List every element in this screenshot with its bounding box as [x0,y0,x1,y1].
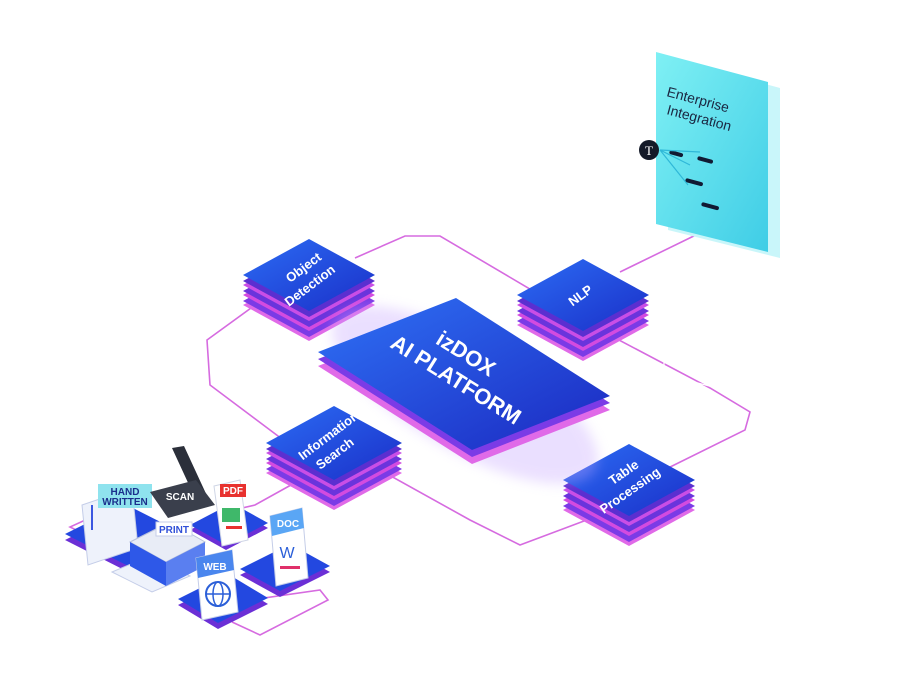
connector-search-to-table [379,469,601,546]
print-tag [155,521,193,537]
handwritten-label-line2: WRITTEN [102,497,148,508]
connector-nlp-to-enterprise [619,231,703,273]
pdf-label: PDF [223,486,243,497]
text-badge-letter: T [645,143,653,158]
enterprise-integration-panel: Enterprise Integration T [639,52,780,397]
source-documents-cluster: HAND WRITTEN SCAN PDF PRINT DOC W WEB [65,446,330,629]
connector-object-to-search [206,299,291,446]
enterprise-table-graphic [663,315,747,397]
web-label: WEB [203,562,226,573]
text-badge-icon [639,140,659,160]
ai-platform-tile: izDOX AI PLATFORM [318,298,610,484]
doc-word-letter: W [279,545,295,562]
connector-object-to-nlp [354,235,541,296]
print-label: PRINT [159,525,189,536]
nlp-tile: NLP [517,259,649,361]
handwritten-label-line1: HAND [111,487,140,498]
scanner-body [150,480,215,518]
enterprise-table-bars [669,150,719,211]
enterprise-badge [659,149,701,186]
handwritten-tag [98,484,152,508]
doc-label: DOC [277,519,299,530]
scan-label: SCAN [166,492,194,503]
connector-nlp-to-table [599,329,751,473]
